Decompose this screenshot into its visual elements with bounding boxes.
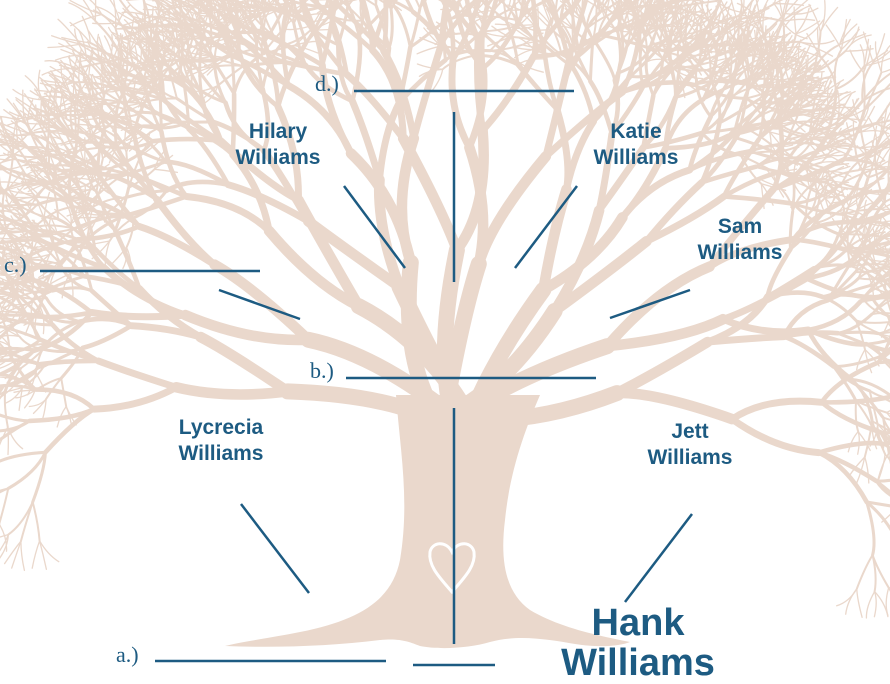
- tree-branch: [774, 4, 803, 6]
- tree-branch: [8, 427, 9, 454]
- tree-branch: [33, 502, 40, 541]
- tree-branch: [826, 25, 841, 50]
- tree-branch: [99, 361, 177, 387]
- tree-branch: [530, 29, 552, 30]
- tree-branch: [83, 326, 132, 348]
- tree-branch: [483, 56, 534, 130]
- tree-branch: [796, 21, 820, 34]
- tree-branch: [94, 387, 176, 409]
- tree-branch: [48, 44, 81, 47]
- tree-branch: [8, 502, 32, 534]
- tree-branch: [850, 50, 864, 73]
- tree-branch: [814, 265, 851, 268]
- tree-branch: [597, 45, 615, 81]
- tree-branch: [54, 91, 55, 116]
- tree-branch: [783, 19, 815, 21]
- tree-branch: [33, 452, 46, 502]
- tree-branch: [156, 199, 214, 265]
- tree-branch: [617, 342, 708, 393]
- tree-branch: [403, 138, 457, 250]
- tree-branch: [865, 457, 869, 483]
- tree-branch: [0, 421, 30, 431]
- tree-branch: [201, 337, 288, 391]
- tree-branch: [479, 156, 546, 264]
- tree-branch: [0, 489, 8, 525]
- tree-branch: [809, 4, 821, 32]
- tree-branch: [12, 541, 21, 568]
- tree-branch: [809, 76, 835, 78]
- tree-branch: [176, 387, 288, 394]
- tree-branch: [0, 225, 9, 226]
- tree-branch: [836, 66, 864, 89]
- tree-branch: [622, 170, 689, 218]
- tree-branch: [572, 17, 573, 46]
- tree-branch: [389, 10, 392, 49]
- tree-branch: [741, 0, 742, 28]
- tree-branch: [21, 541, 25, 570]
- tree-branch: [768, 293, 823, 297]
- tree-branch: [395, 7, 411, 48]
- tree-branch: [32, 541, 39, 568]
- tree-branch: [5, 391, 8, 427]
- tree-branch: [864, 73, 865, 111]
- tree-branch: [186, 197, 269, 231]
